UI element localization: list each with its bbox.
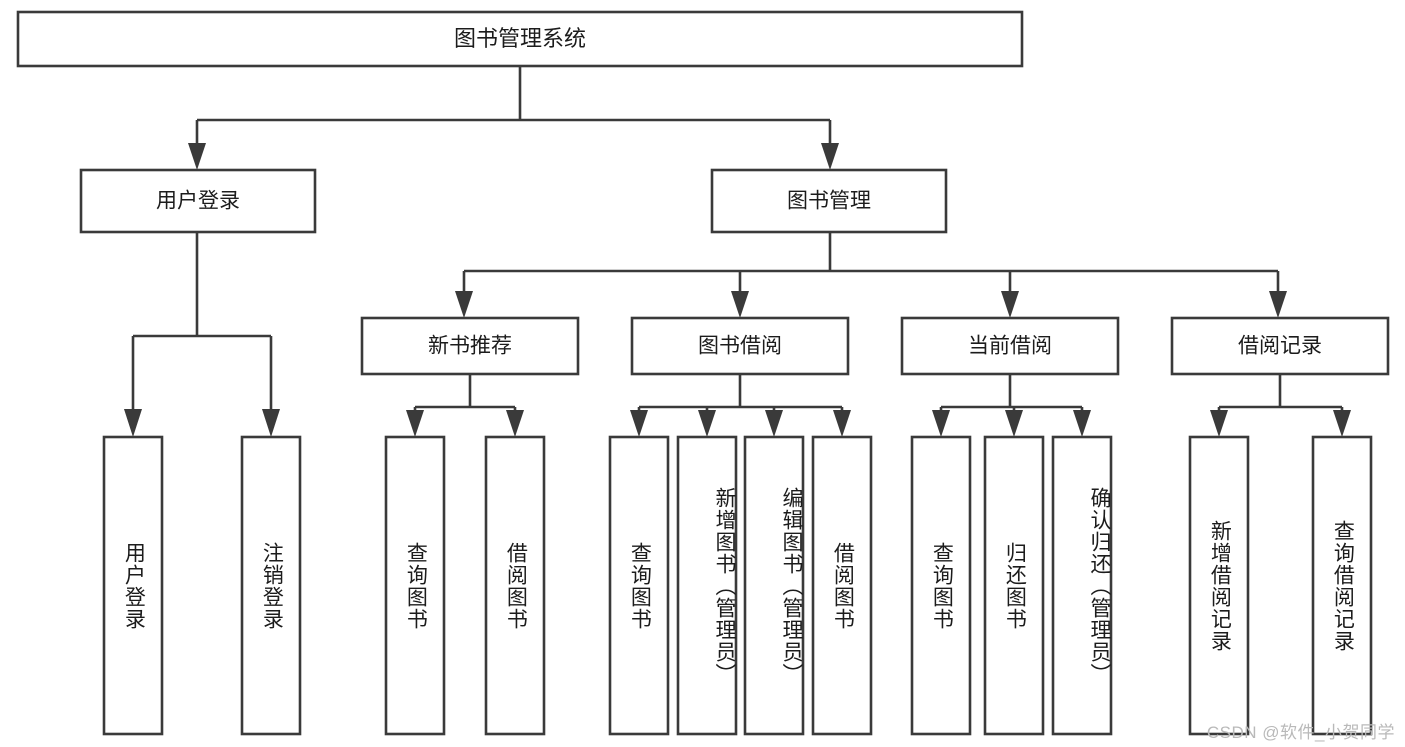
- node-current-borrow-box[interactable]: [900, 316, 1120, 376]
- arrow-head-current-borrow: [1001, 291, 1019, 318]
- arrow-head-leaf-user-login: [124, 409, 142, 437]
- arrow-head-book-manage: [821, 143, 839, 170]
- arrow-head-leaf-query-record: [1333, 410, 1351, 437]
- arrow-head-user-login: [188, 143, 206, 170]
- leaf-box-return-book[interactable]: [983, 435, 1045, 736]
- node-new-book-rec[interactable]: 新书推荐: [360, 316, 580, 376]
- node-book-manage-label: 图书管理: [787, 190, 871, 213]
- node-borrow-record[interactable]: 借阅记录: [1170, 316, 1390, 376]
- node-root-label: 图书管理系统: [454, 26, 586, 51]
- leaf-box-add-record[interactable]: [1188, 435, 1250, 736]
- arrow-head-leaf-query-book-borrow: [630, 410, 648, 437]
- node-current-borrow-label: 当前借阅: [968, 335, 1052, 358]
- arrow-head-leaf-borrow-book: [833, 410, 851, 437]
- arrow-head-leaf-logout: [262, 409, 280, 437]
- node-user-login[interactable]: 用户登录: [79, 168, 317, 234]
- leaf-box-query-book-cur[interactable]: [910, 435, 972, 736]
- arrow-head-leaf-add-record: [1210, 410, 1228, 437]
- node-new-book-rec-label: 新书推荐: [428, 335, 512, 358]
- node-user-login-label: 用户登录: [156, 190, 240, 213]
- node-book-borrow-box[interactable]: [630, 316, 850, 376]
- arrow-head-leaf-query-book-rec: [406, 410, 424, 437]
- connector-group-root: [188, 66, 839, 170]
- connector-group-borrow-record: [1210, 374, 1351, 437]
- leaf-box-borrow-book[interactable]: [811, 435, 873, 736]
- arrow-head-leaf-confirm-return: [1073, 410, 1091, 437]
- node-book-borrow[interactable]: 图书借阅: [630, 316, 850, 376]
- leaf-box-logout[interactable]: [240, 435, 302, 736]
- arrow-head-leaf-add-book: [698, 410, 716, 437]
- leaf-box-query-book-borrow[interactable]: [608, 435, 670, 736]
- node-root-box[interactable]: [16, 10, 1024, 68]
- connector-group-user-login: [124, 232, 280, 437]
- connector-group-current-borrow: [932, 374, 1091, 437]
- arrow-head-leaf-edit-book: [765, 410, 783, 437]
- arrow-head-borrow-record: [1269, 291, 1287, 318]
- node-borrow-record-label: 借阅记录: [1238, 335, 1322, 358]
- node-user-login-box[interactable]: [79, 168, 317, 234]
- arrow-head-leaf-return-book: [1005, 410, 1023, 437]
- leaf-box-edit-book[interactable]: [743, 435, 805, 736]
- csdn-watermark: CSDN @软件_小贺同学: [1206, 723, 1395, 742]
- leaf-box-query-book-rec[interactable]: [384, 435, 446, 736]
- node-current-borrow[interactable]: 当前借阅: [900, 316, 1120, 376]
- node-book-borrow-label: 图书借阅: [698, 335, 782, 358]
- leaf-box-add-book[interactable]: [676, 435, 738, 736]
- leaf-box-query-record[interactable]: [1311, 435, 1373, 736]
- node-borrow-record-box[interactable]: [1170, 316, 1390, 376]
- arrow-head-leaf-borrow-book-rec: [506, 410, 524, 437]
- arrow-head-leaf-query-book-cur: [932, 410, 950, 437]
- node-new-book-rec-box[interactable]: [360, 316, 580, 376]
- leaf-box-confirm-return[interactable]: [1051, 435, 1113, 736]
- arrow-head-new-book-rec: [455, 291, 473, 318]
- leaf-boxes: [102, 435, 1373, 736]
- leaf-box-user-login[interactable]: [102, 435, 164, 736]
- connector-group-book-manage: [455, 232, 1287, 318]
- node-book-manage[interactable]: 图书管理: [710, 168, 948, 234]
- arrow-head-book-borrow: [731, 291, 749, 318]
- node-book-manage-box[interactable]: [710, 168, 948, 234]
- connector-group-book-borrow: [630, 374, 851, 437]
- connector-group-new-book-rec: [406, 374, 524, 437]
- node-root[interactable]: 图书管理系统: [16, 10, 1024, 68]
- leaf-box-borrow-book-rec[interactable]: [484, 435, 546, 736]
